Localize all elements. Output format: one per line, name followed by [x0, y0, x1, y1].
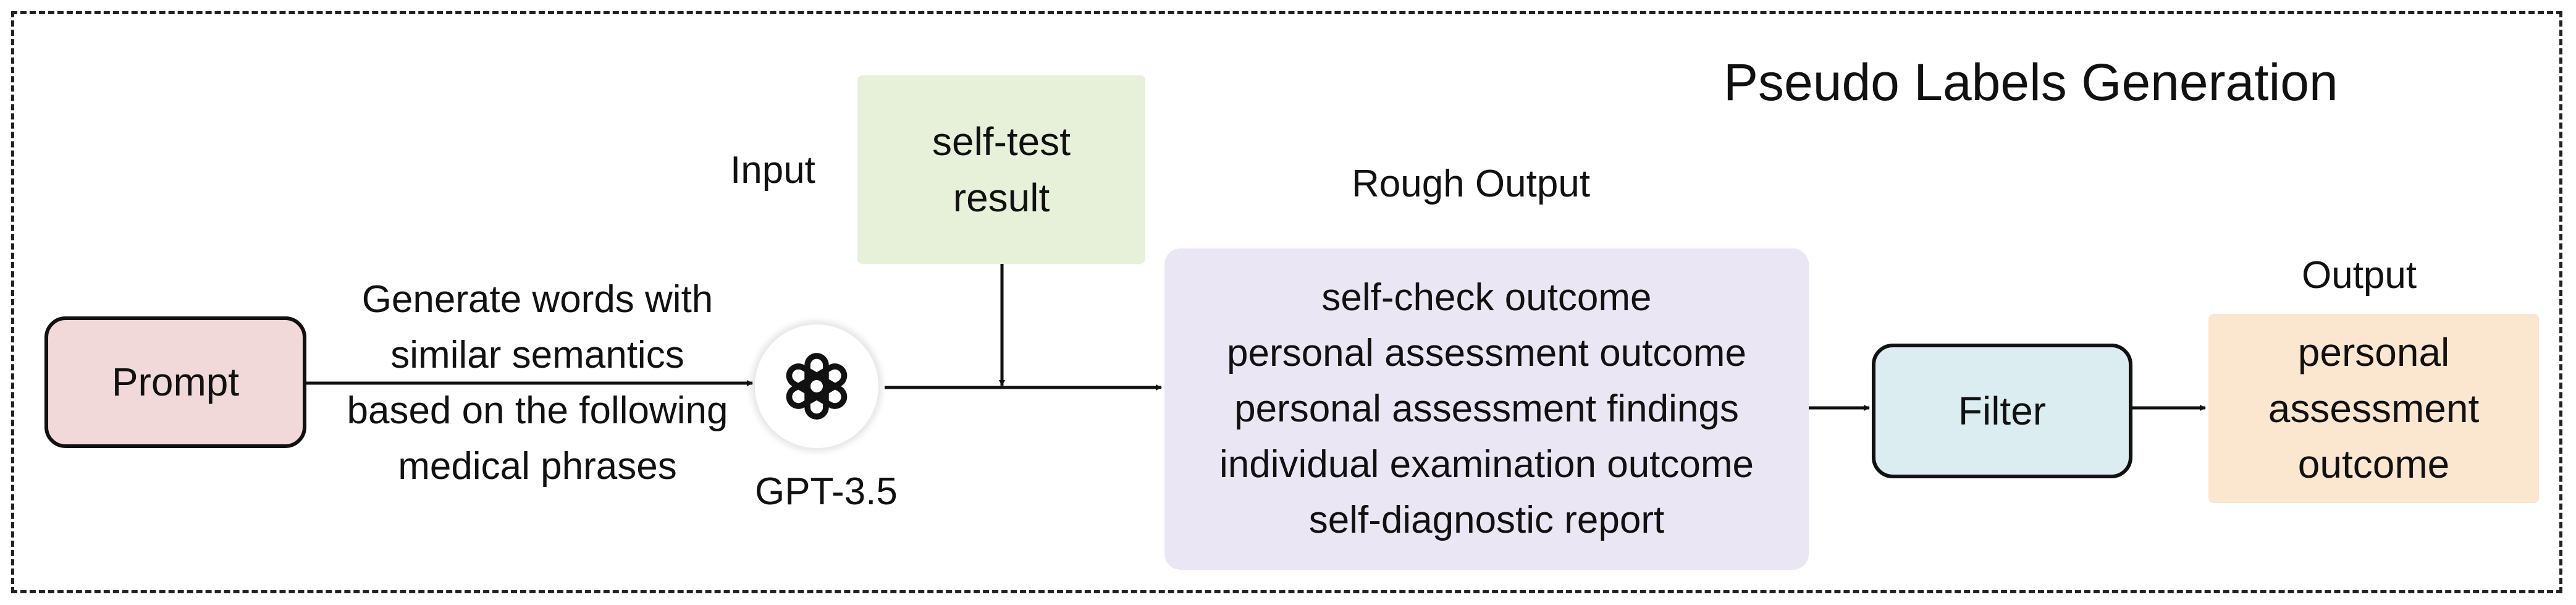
rough-output-caption: Rough Output	[1352, 163, 1591, 205]
rough-output-item: personal assessment findings	[1234, 387, 1739, 431]
gpt-logo-badge	[755, 324, 878, 448]
output-caption: Output	[2302, 254, 2417, 297]
rough-output-item: self-diagnostic report	[1308, 498, 1665, 541]
output-line: outcome	[2297, 442, 2450, 487]
output-line: personal	[2297, 329, 2450, 374]
filter-label: Filter	[1958, 388, 2047, 433]
input-line: self-test	[932, 119, 1071, 164]
diagram-title: Pseudo Labels Generation	[1724, 53, 2338, 111]
openai-logo-icon	[786, 353, 848, 420]
prompt-label: Prompt	[111, 360, 240, 405]
rough-output-item: self-check outcome	[1321, 276, 1652, 319]
instruction-text: Generate words with similar semantics ba…	[309, 272, 766, 494]
input-line: result	[953, 175, 1050, 220]
instruction-line: similar semantics	[390, 333, 684, 376]
output-box: personal assessment outcome	[2208, 314, 2539, 503]
prompt-box: Prompt	[44, 316, 306, 448]
rough-output-item: personal assessment outcome	[1227, 332, 1746, 375]
input-caption: Input	[730, 149, 815, 192]
rough-output-item: individual examination outcome	[1219, 442, 1754, 486]
diagram-frame	[11, 11, 2562, 593]
model-name: GPT-3.5	[755, 470, 898, 513]
filter-box: Filter	[1872, 344, 2132, 478]
instruction-line: medical phrases	[398, 444, 677, 488]
output-line: assessment	[2268, 386, 2480, 431]
instruction-line: Generate words with	[361, 278, 713, 321]
instruction-line: based on the following	[347, 389, 728, 432]
input-box: self-test result	[857, 75, 1145, 264]
rough-output-box: self-check outcome personal assessment o…	[1164, 248, 1809, 570]
